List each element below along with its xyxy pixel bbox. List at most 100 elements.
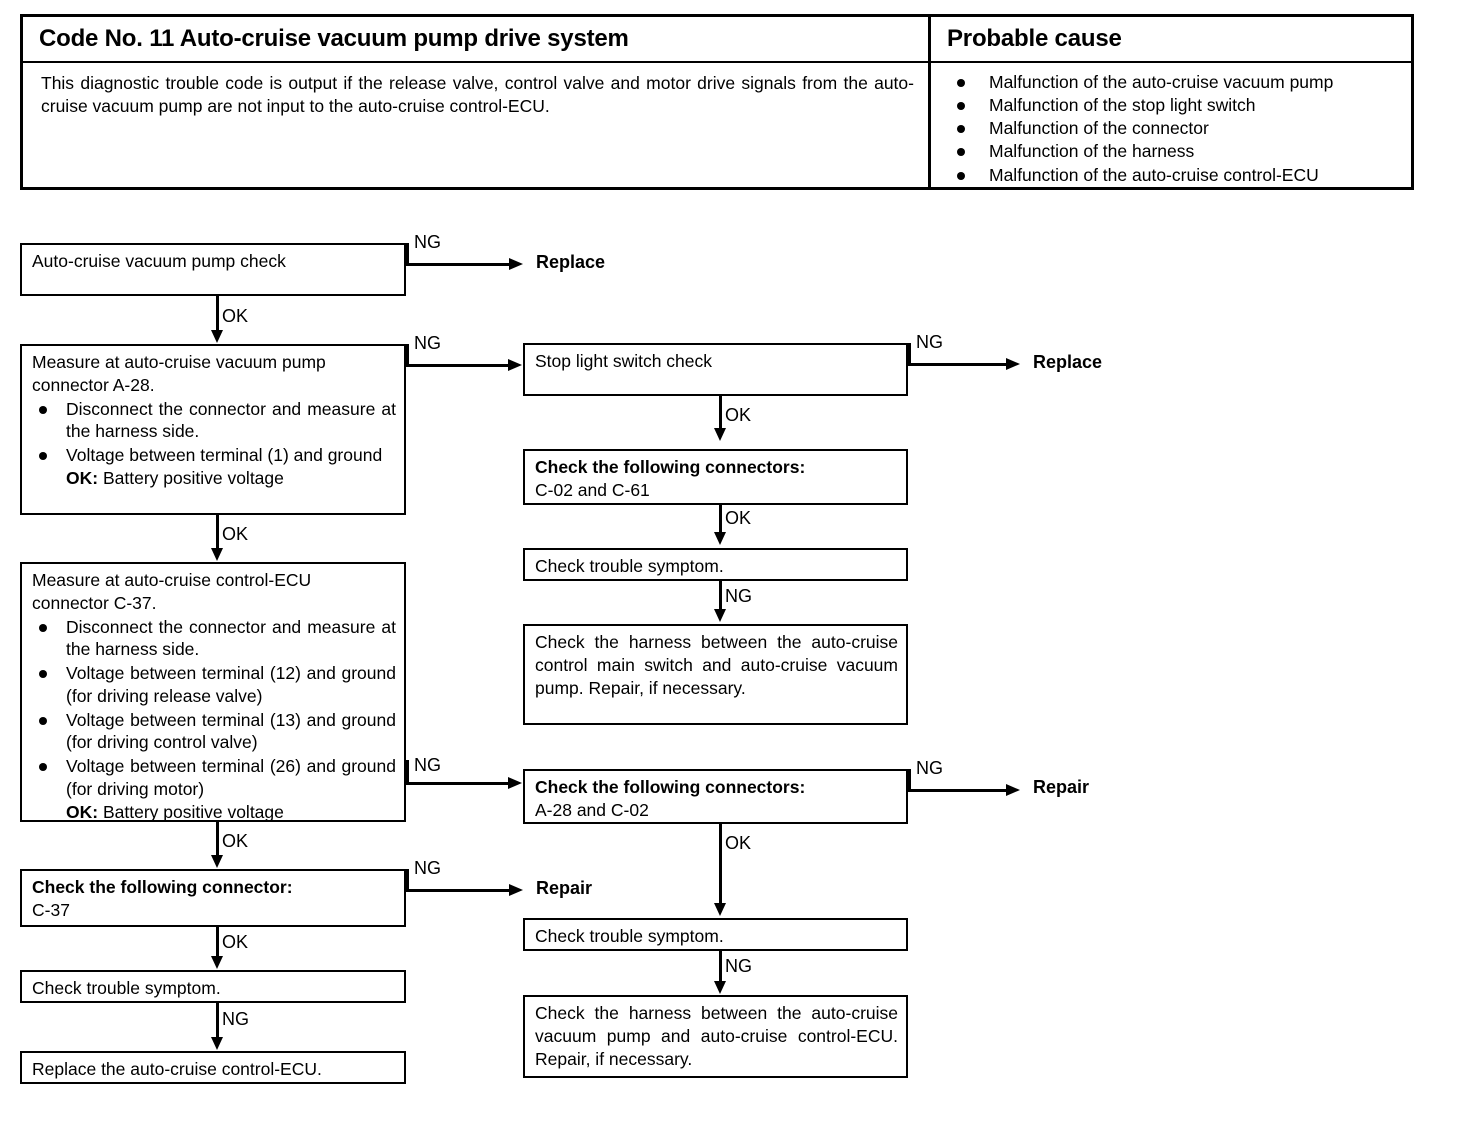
flow-box-title: Check trouble symptom. <box>535 926 724 946</box>
connector-line <box>719 581 722 610</box>
arrow-down-icon <box>714 903 726 916</box>
connector-line <box>406 263 510 266</box>
description-text: This diagnostic trouble code is output i… <box>23 63 928 118</box>
list-item: Voltage between terminal (1) and ground <box>32 444 396 467</box>
header-code-cell: Code No. 11 Auto-cruise vacuum pump driv… <box>23 17 931 61</box>
header-cause-list-cell: Malfunction of the auto-cruise vacuum pu… <box>931 63 1411 187</box>
arrow-right-icon <box>509 884 523 896</box>
flow-box-text: Check the harness between the auto-cruis… <box>535 1003 898 1069</box>
flow-box-subtitle: connector A-28. <box>32 374 155 395</box>
terminal-repair-right: Repair <box>1033 777 1090 797</box>
connector-line <box>908 769 911 791</box>
terminal-replace-right: Replace <box>1033 352 1103 372</box>
edge-label-ok: OK <box>725 508 752 528</box>
arrow-down-icon <box>211 956 223 969</box>
edge-label-ok: OK <box>222 524 249 544</box>
arrow-right-icon <box>508 359 522 371</box>
arrow-down-icon <box>714 609 726 622</box>
flow-box-replace-ecu: Replace the auto-cruise control-ECU. <box>20 1051 406 1084</box>
header-body-row: This diagnostic trouble code is output i… <box>23 62 1411 187</box>
edge-label-ok: OK <box>222 932 249 952</box>
ok-value: Battery positive voltage <box>102 467 284 488</box>
connector-line <box>216 515 219 549</box>
flow-box-stop-light-switch-check: Stop light switch check <box>523 343 908 396</box>
edge-label-ng: NG <box>414 858 441 878</box>
arrow-down-icon <box>211 1037 223 1050</box>
arrow-right-icon <box>509 258 523 270</box>
arrow-down-icon <box>714 428 726 441</box>
header-table: Code No. 11 Auto-cruise vacuum pump driv… <box>20 14 1414 190</box>
header-description-cell: This diagnostic trouble code is output i… <box>23 62 931 187</box>
flow-box-subtitle: C-02 and C-61 <box>535 479 650 500</box>
header-cause-cell: Probable cause <box>931 17 1411 61</box>
edge-label-ng: NG <box>414 333 441 353</box>
flow-box-title: Check the following connector: <box>32 877 293 897</box>
list-item: Malfunction of the auto-cruise control-E… <box>953 164 1333 187</box>
header-title-row: Code No. 11 Auto-cruise vacuum pump driv… <box>23 17 1411 63</box>
edge-label-ng: NG <box>414 232 441 252</box>
flow-box-ok-condition: OK: Battery positive voltage <box>32 801 396 824</box>
arrow-down-icon <box>211 330 223 343</box>
connector-line <box>406 782 510 785</box>
flow-box-measure-c37: Measure at auto-cruise control-ECU conne… <box>20 562 406 822</box>
probable-cause-list: Malfunction of the auto-cruise vacuum pu… <box>931 63 1333 187</box>
flow-box-subtitle: connector C-37. <box>32 592 157 613</box>
flow-box-check-connectors-a28-c02: Check the following connectors: A-28 and… <box>523 769 908 824</box>
connector-line <box>216 296 219 331</box>
ok-label: OK: <box>66 467 99 488</box>
list-item: Voltage between terminal (26) and ground… <box>32 755 396 801</box>
description-line-2: from the auto-cruise vacuum pump are not… <box>41 72 914 116</box>
flow-box-title: Stop light switch check <box>535 351 713 371</box>
edge-label-ok: OK <box>725 405 752 425</box>
edge-label-ok: OK <box>725 833 752 853</box>
connector-line <box>719 824 722 904</box>
connector-line <box>908 343 911 365</box>
flow-box-bullets: Disconnect the connector and measure at … <box>32 398 396 467</box>
arrow-down-icon <box>211 855 223 868</box>
edge-label-ng: NG <box>725 956 752 976</box>
edge-label-ng: NG <box>725 586 752 606</box>
flow-box-check-harness-pump-ecu: Check the harness between the auto-cruis… <box>523 995 908 1078</box>
flow-box-vacuum-pump-check: Auto-cruise vacuum pump check <box>20 243 406 296</box>
flow-box-check-symptom-right-2: Check trouble symptom. <box>523 918 908 951</box>
flow-box-check-connector-c37: Check the following connector: C-37 <box>20 869 406 927</box>
connector-line <box>216 927 219 957</box>
arrow-right-icon <box>1006 784 1020 796</box>
flow-box-title: Replace the auto-cruise control-ECU. <box>32 1059 322 1079</box>
connector-line <box>406 760 409 784</box>
flow-box-ok-condition: OK: Battery positive voltage <box>32 467 396 490</box>
arrow-right-icon <box>508 777 522 789</box>
flow-box-subtitle: A-28 and C-02 <box>535 799 649 820</box>
list-item: Malfunction of the auto-cruise vacuum pu… <box>953 71 1333 94</box>
connector-line <box>908 363 1007 366</box>
flow-box-title: Measure at auto-cruise vacuum pump <box>32 352 326 372</box>
list-item: Disconnect the connector and measure at … <box>32 616 396 662</box>
connector-line <box>406 243 409 265</box>
list-item: Voltage between terminal (13) and ground… <box>32 709 396 755</box>
connector-line <box>216 1003 219 1038</box>
connector-line <box>216 822 219 856</box>
flow-box-title: Check trouble symptom. <box>535 556 724 576</box>
page-title: Code No. 11 Auto-cruise vacuum pump driv… <box>39 24 629 52</box>
terminal-replace-top: Replace <box>536 252 606 272</box>
flow-box-title: Check the following connectors: <box>535 777 806 797</box>
edge-label-ok: OK <box>222 831 249 851</box>
arrow-down-icon <box>211 548 223 561</box>
arrow-right-icon <box>1006 358 1020 370</box>
flow-box-title: Check the following connectors: <box>535 457 806 477</box>
connector-line <box>406 344 409 366</box>
connector-line <box>908 789 1007 792</box>
flow-box-check-symptom-left: Check trouble symptom. <box>20 970 406 1003</box>
description-line-1: This diagnostic trouble code is output i… <box>41 72 796 93</box>
connector-line <box>406 869 409 891</box>
ok-value: Battery positive voltage <box>102 801 284 822</box>
flow-box-check-harness-main-switch: Check the harness between the auto-cruis… <box>523 624 908 725</box>
connector-line <box>406 889 510 892</box>
flow-box-title: Check trouble symptom. <box>32 978 221 998</box>
flow-box-check-symptom-right-1: Check trouble symptom. <box>523 548 908 581</box>
arrow-down-icon <box>714 532 726 545</box>
probable-cause-title: Probable cause <box>947 24 1122 52</box>
edge-label-ng: NG <box>222 1009 249 1029</box>
list-item: Voltage between terminal (12) and ground… <box>32 662 396 708</box>
